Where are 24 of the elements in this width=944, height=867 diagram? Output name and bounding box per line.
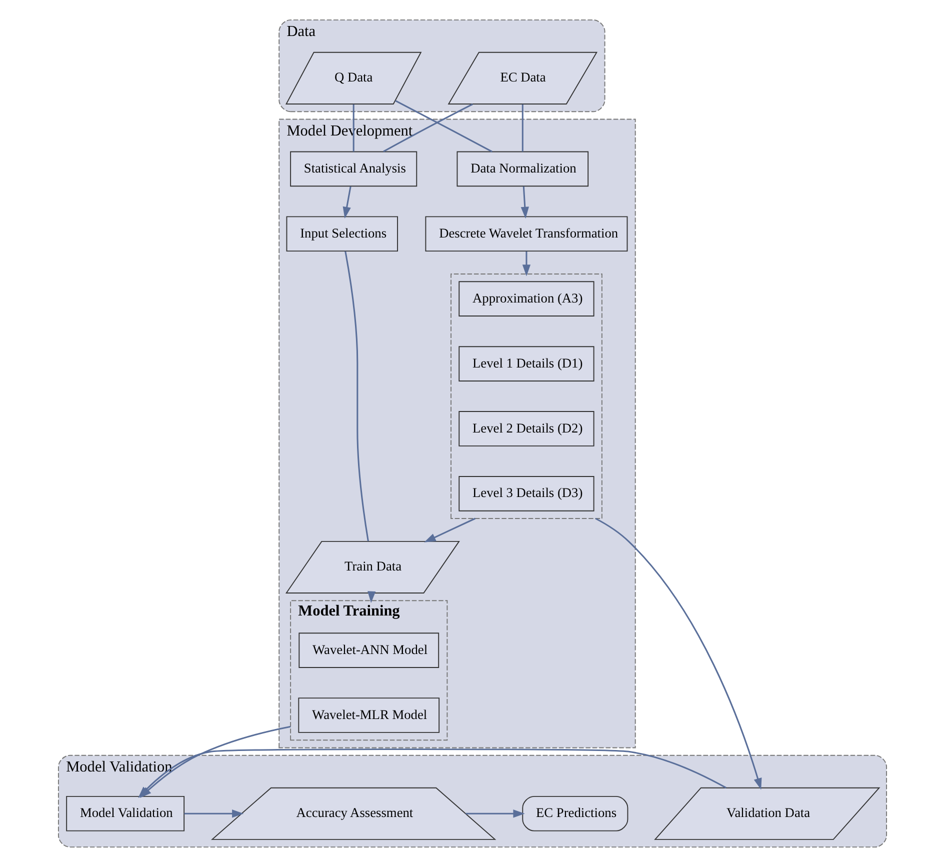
node-box: Level 1 Details (D1) — [458, 346, 594, 382]
node-box: Approximation (A3) — [458, 281, 594, 316]
arrow — [465, 810, 524, 818]
node-box: Level 3 Details (D3) — [458, 476, 594, 512]
connector — [352, 104, 354, 152]
cluster — [450, 274, 602, 519]
connector — [394, 100, 492, 152]
connector — [521, 104, 523, 152]
arrow — [184, 810, 244, 818]
node-box: Level 2 Details (D2) — [458, 411, 594, 446]
node-box: Wavelet-MLR Model — [298, 698, 440, 733]
arrow — [342, 186, 351, 219]
node-box: Descrete Wavelet Transformation — [424, 216, 628, 252]
arrow — [594, 518, 762, 790]
arrow — [520, 186, 528, 219]
node-box: Statistical Analysis — [290, 151, 417, 187]
arrow — [424, 518, 476, 542]
node-box: Wavelet-ANN Model — [298, 632, 439, 668]
node-box: Model Validation — [66, 796, 184, 832]
arrow — [522, 251, 530, 276]
connector — [344, 251, 368, 542]
node-box: Input Selections — [286, 216, 398, 252]
node-box: EC Predictions — [522, 796, 628, 832]
node-box: Data Normalization — [456, 151, 588, 187]
